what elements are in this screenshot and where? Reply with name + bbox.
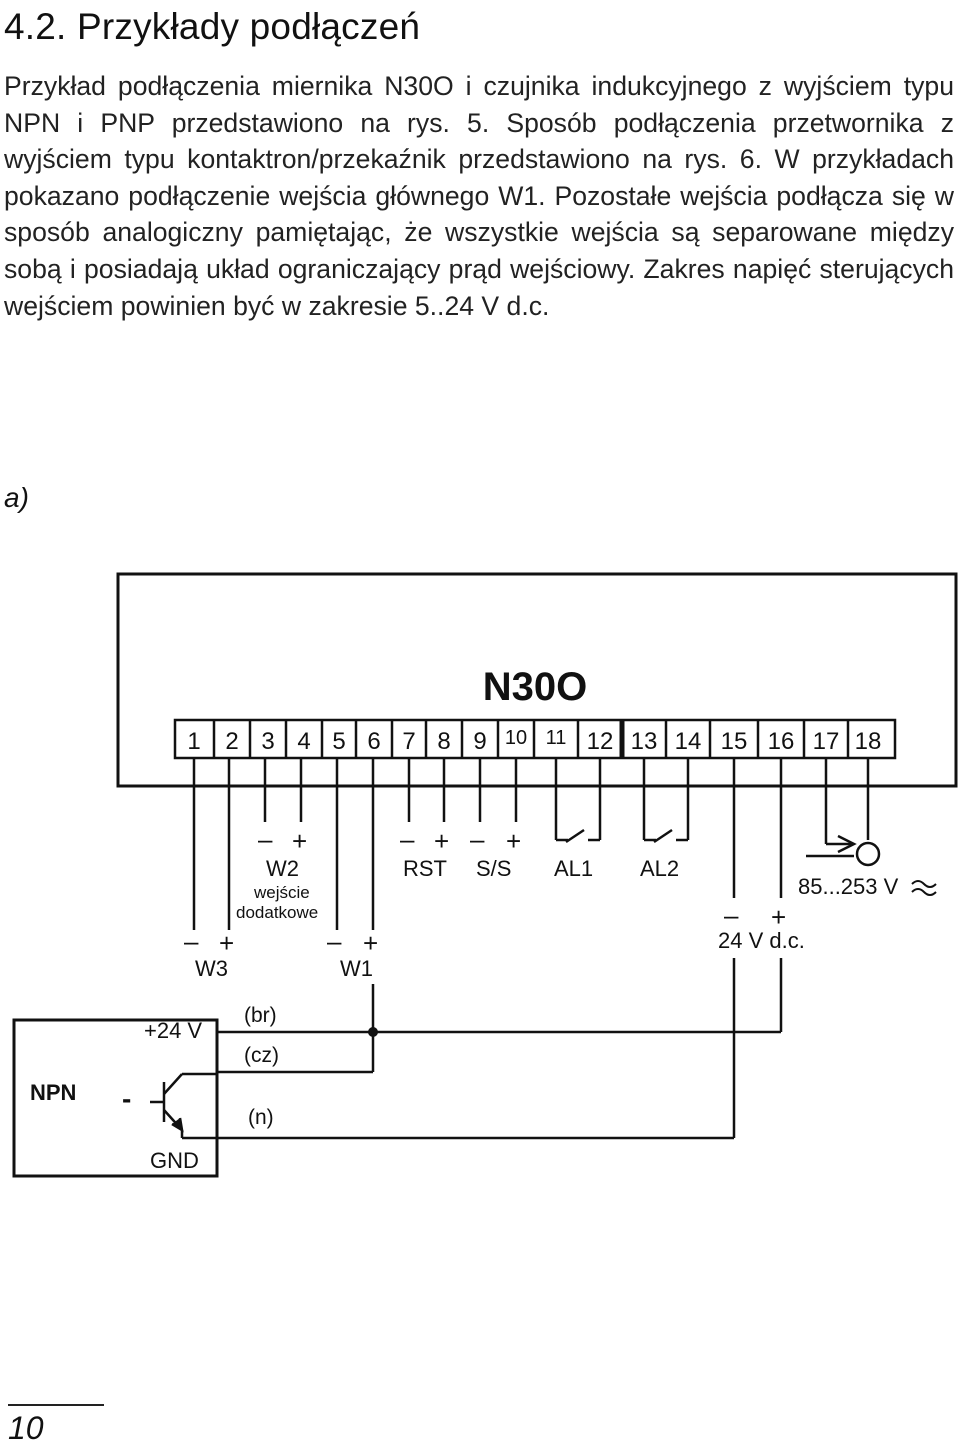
dc-minus: – — [724, 900, 739, 930]
terminal-leads — [192, 758, 870, 930]
terminal-number: 10 — [505, 727, 527, 749]
terminal-number: 3 — [261, 728, 274, 755]
terminal-number: 15 — [721, 728, 748, 755]
wire-label-n: (n) — [248, 1106, 274, 1129]
relay-contact-icon — [556, 828, 688, 844]
page-footer-rule — [8, 1404, 104, 1406]
device-name: N30O — [483, 665, 588, 709]
terminal-number: 14 — [675, 728, 702, 755]
ac-tilde-icon — [911, 880, 937, 896]
sensor-box — [12, 1018, 219, 1178]
dc-plus: + — [771, 902, 786, 932]
section-heading: 4.2. Przykłady podłączeń — [4, 6, 421, 47]
al2-name: AL2 — [640, 856, 679, 881]
ss-minus: – — [470, 824, 485, 854]
wiring — [217, 958, 783, 1140]
junction-dot — [368, 1027, 378, 1037]
terminal-number: 12 — [587, 728, 614, 755]
terminal-number: 2 — [225, 728, 238, 755]
rst-name: RST — [403, 856, 447, 881]
sensor-ground: GND — [150, 1148, 199, 1173]
section-paragraph: Przykład podłączenia miernika N30O i czu… — [4, 71, 954, 321]
terminal-number: 6 — [367, 728, 380, 755]
ss-name: S/S — [476, 856, 511, 881]
page-number: 10 — [8, 1410, 44, 1446]
wire-label-cz: (cz) — [244, 1044, 279, 1067]
terminal-number: 5 — [332, 728, 345, 755]
w2-name: W2 — [266, 856, 299, 881]
terminal-number: 1 — [187, 728, 200, 755]
terminal-number: 18 — [855, 728, 882, 755]
terminal-number: 9 — [473, 728, 486, 755]
terminal-number: 8 — [437, 728, 450, 755]
terminal-strip — [173, 718, 897, 760]
w3-plus: + — [219, 928, 234, 958]
figure-label: a) — [4, 482, 29, 513]
sensor-minus: - — [122, 1083, 131, 1114]
sensor-supply: +24 V — [144, 1018, 202, 1043]
w1-minus: – — [327, 926, 342, 956]
terminal-numbers: 1 2 3 4 5 6 7 8 9 10 11 12 13 14 15 16 1… — [187, 727, 881, 755]
w2-minus: – — [258, 824, 273, 854]
ac-supply-arrow-icon — [806, 834, 881, 867]
w3-name: W3 — [195, 956, 228, 981]
sensor-type: NPN — [30, 1080, 76, 1105]
w2-desc-line2: dodatkowe — [236, 903, 318, 922]
wire-label-br: (br) — [244, 1004, 277, 1027]
npn-transistor-icon — [150, 1072, 217, 1140]
terminal-number: 11 — [546, 727, 567, 749]
rst-minus: – — [400, 824, 415, 854]
device-housing — [116, 572, 958, 788]
rst-plus: + — [434, 826, 449, 856]
ac-supply-label: 85...253 V — [798, 874, 899, 899]
terminal-number: 4 — [297, 728, 310, 755]
w1-name: W1 — [340, 956, 373, 981]
ss-plus: + — [506, 826, 521, 856]
al1-name: AL1 — [554, 856, 593, 881]
terminal-number: 7 — [402, 728, 415, 755]
w2-desc-line1: wejście — [253, 883, 310, 902]
terminal-number: 16 — [768, 728, 795, 755]
terminal-number: 17 — [813, 728, 840, 755]
w2-plus: + — [292, 826, 307, 856]
w3-minus: – — [184, 926, 199, 956]
w1-plus: + — [363, 928, 378, 958]
terminal-number: 13 — [631, 728, 658, 755]
dc-supply-label: 24 V d.c. — [718, 928, 805, 953]
